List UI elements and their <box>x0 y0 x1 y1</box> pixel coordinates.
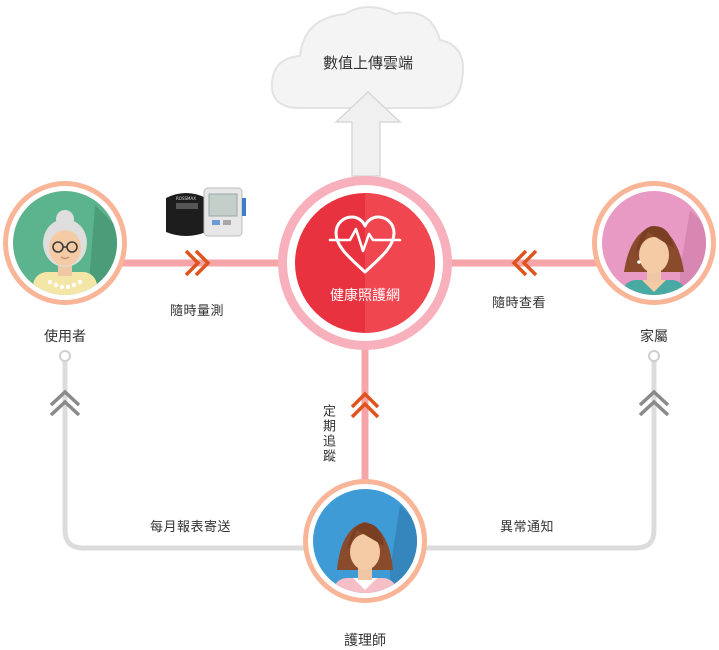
edge-label-track: 定期追蹤 <box>320 404 335 464</box>
upload-arrow-icon <box>334 90 402 177</box>
orange-chevron-icons <box>184 249 538 419</box>
nurse-label: 護理師 <box>344 633 386 649</box>
gray-connector-lines <box>59 350 660 551</box>
device-brand-label: ROSSMAX <box>176 196 196 201</box>
nurse-avatar <box>303 479 427 603</box>
edge-label-report: 每月報表寄送 <box>150 520 232 535</box>
salmon-connector-lines <box>120 259 598 485</box>
hub-label: 健康照護網 <box>330 287 400 304</box>
cloud-icon <box>270 6 464 109</box>
cloud-label: 數值上傳雲端 <box>323 54 413 72</box>
family-label: 家屬 <box>640 329 668 345</box>
user-avatar <box>3 181 127 305</box>
heart-pulse-icon <box>328 215 402 274</box>
edge-label-measure: 隨時量測 <box>170 304 225 319</box>
edge-label-view: 隨時查看 <box>492 296 547 311</box>
edge-label-notify: 異常通知 <box>500 520 555 535</box>
health-network-hub <box>278 176 452 350</box>
blood-pressure-monitor-icon <box>166 187 246 237</box>
family-avatar <box>592 181 716 305</box>
gray-chevron-icons <box>49 389 670 417</box>
user-label: 使用者 <box>44 329 86 345</box>
